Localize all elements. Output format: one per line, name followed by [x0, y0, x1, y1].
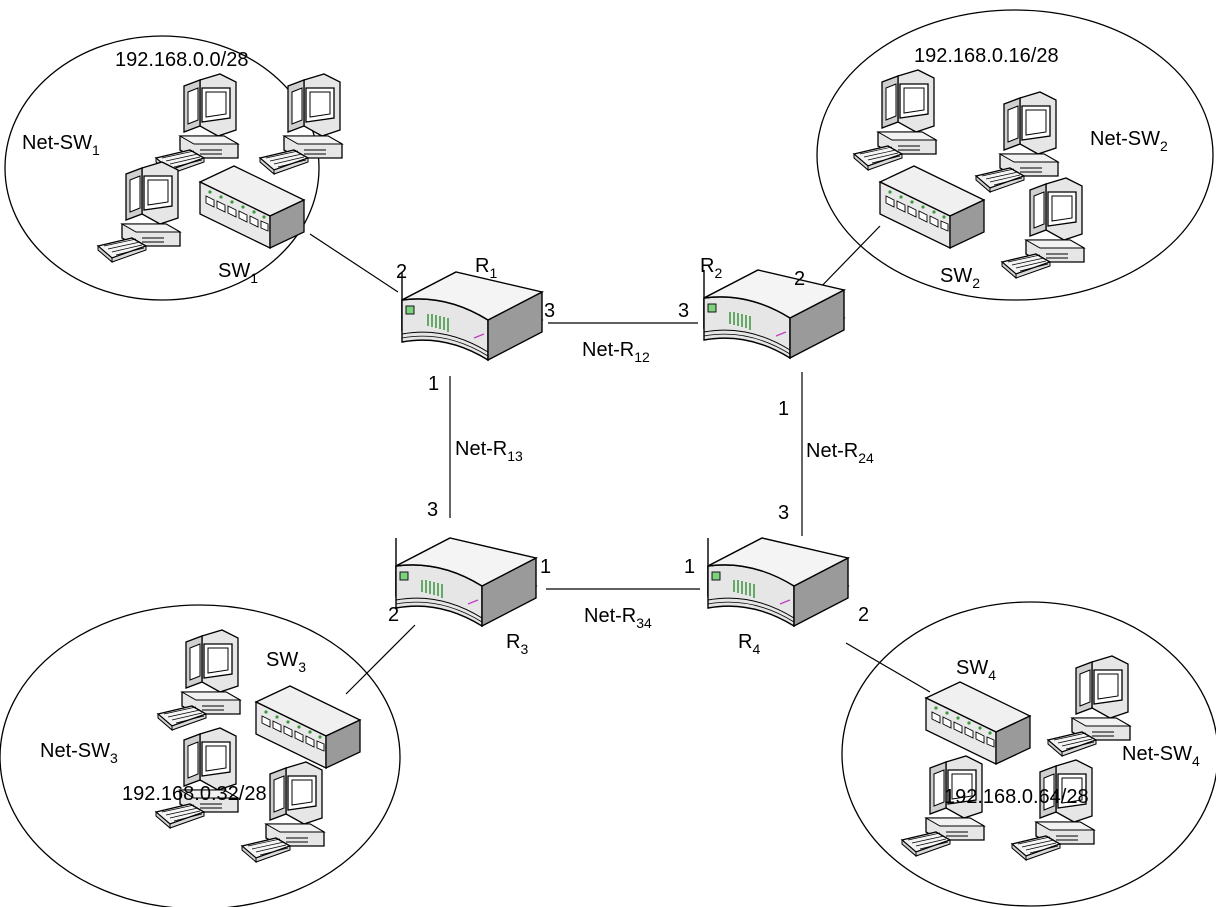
router-label-subscript: 2: [714, 265, 722, 281]
computer-icon: [1047, 655, 1131, 757]
network-sw3-name: Net-SW3: [40, 740, 118, 766]
port-r4-sw: 2: [858, 604, 869, 626]
switch-label-text: SW: [218, 260, 250, 282]
network-sw2-name: Net-SW2: [1090, 128, 1168, 154]
link-r12-label: Net-R12: [582, 339, 650, 365]
link-sw1-r1: [309, 233, 399, 293]
switch-sw3-label: SW3: [266, 649, 306, 675]
network-name-subscript: 2: [1160, 138, 1168, 154]
router-r1-icon: [401, 271, 543, 361]
switch-sw4-icon: [925, 681, 1031, 765]
network-sw3-boundary: [0, 604, 401, 907]
computer-icon: [155, 727, 239, 829]
network-name-subscript: 4: [1192, 753, 1200, 769]
computer-icon: [975, 91, 1059, 193]
link-label-text: Net-R: [584, 605, 636, 627]
switch-sw1-label: SW1: [218, 260, 258, 286]
subnet-sw4-label: 192.168.0.64/28: [944, 786, 1089, 808]
network-sw4-name: Net-SW4: [1122, 743, 1200, 769]
network-name-subscript: 1: [92, 142, 100, 158]
computer-icon: [241, 761, 325, 863]
switch-sw2-label: SW2: [940, 265, 980, 291]
port-r3-r1: 3: [427, 499, 438, 521]
computer-icon: [1001, 177, 1085, 279]
computer-icon: [853, 69, 937, 171]
network-name-text: Net-SW: [1090, 128, 1160, 150]
link-r24-label: Net-R24: [806, 440, 874, 466]
router-r4-label: R4: [738, 631, 760, 657]
link-r34-label: Net-R34: [584, 605, 652, 631]
subnet-sw1-label: 192.168.0.0/28: [115, 49, 248, 71]
router-r3-label: R3: [506, 631, 528, 657]
link-label-subscript: 12: [634, 349, 650, 365]
router-r4-icon: [707, 537, 849, 627]
computer-icon: [1011, 759, 1095, 861]
router-label-text: R: [506, 631, 520, 653]
port-r4-r2: 3: [778, 502, 789, 524]
switch-label-text: SW: [940, 265, 972, 287]
switch-label-subscript: 4: [988, 667, 996, 683]
link-label-text: Net-R: [582, 339, 634, 361]
switch-label-subscript: 2: [972, 275, 980, 291]
switch-label-subscript: 1: [250, 270, 258, 286]
computer-icon: [157, 629, 241, 731]
router-label-text: R: [738, 631, 752, 653]
computer-icon: [97, 161, 181, 263]
switch-sw4-label: SW4: [956, 657, 996, 683]
port-r2-r1: 3: [678, 300, 689, 322]
subnet-sw3-label: 192.168.0.32/28: [122, 783, 267, 805]
link-r13-label: Net-R13: [455, 438, 523, 464]
router-r3-icon: [395, 537, 537, 627]
network-name-text: Net-SW: [40, 740, 110, 762]
network-name-subscript: 3: [110, 750, 118, 766]
link-label-subscript: 13: [507, 448, 523, 464]
link-label-subscript: 34: [636, 615, 652, 631]
port-r3-sw: 2: [388, 604, 399, 626]
link-r4-sw4: [845, 642, 931, 693]
network-name-text: Net-SW: [22, 132, 92, 154]
port-r1-r2: 3: [544, 300, 555, 322]
link-label-subscript: 24: [858, 450, 874, 466]
port-r1-sw: 2: [396, 261, 407, 283]
network-sw1-name: Net-SW1: [22, 132, 100, 158]
switch-label-text: SW: [266, 649, 298, 671]
router-label-text: R: [475, 255, 489, 277]
link-label-text: Net-R: [455, 438, 507, 460]
computer-icon: [155, 73, 239, 175]
link-r2-sw2: [812, 225, 881, 296]
link-label-text: Net-R: [806, 440, 858, 462]
switch-sw2-icon: [879, 165, 985, 249]
port-r2-sw: 2: [794, 268, 805, 290]
router-r2-label: R2: [700, 255, 722, 281]
router-label-text: R: [700, 255, 714, 277]
network-sw2-boundary: [816, 9, 1214, 301]
switch-sw1-icon: [199, 165, 305, 249]
computer-icon: [259, 73, 343, 175]
switch-label-subscript: 3: [298, 659, 306, 675]
port-r2-r4: 1: [778, 398, 789, 420]
router-label-subscript: 4: [752, 641, 760, 657]
port-r1-r3: 1: [428, 373, 439, 395]
router-r2-icon: [703, 269, 845, 359]
router-r1-label: R1: [475, 255, 497, 281]
router-label-subscript: 3: [520, 641, 528, 657]
network-sw4-boundary: [841, 601, 1216, 907]
switch-label-text: SW: [956, 657, 988, 679]
subnet-sw2-label: 192.168.0.16/28: [914, 45, 1059, 67]
network-sw1-boundary: [4, 35, 320, 301]
port-r4-r3: 1: [684, 556, 695, 578]
router-label-subscript: 1: [489, 265, 497, 281]
link-r3-sw3: [345, 624, 416, 695]
switch-sw3-icon: [255, 685, 361, 769]
port-r3-r4: 1: [540, 556, 551, 578]
network-name-text: Net-SW: [1122, 743, 1192, 765]
